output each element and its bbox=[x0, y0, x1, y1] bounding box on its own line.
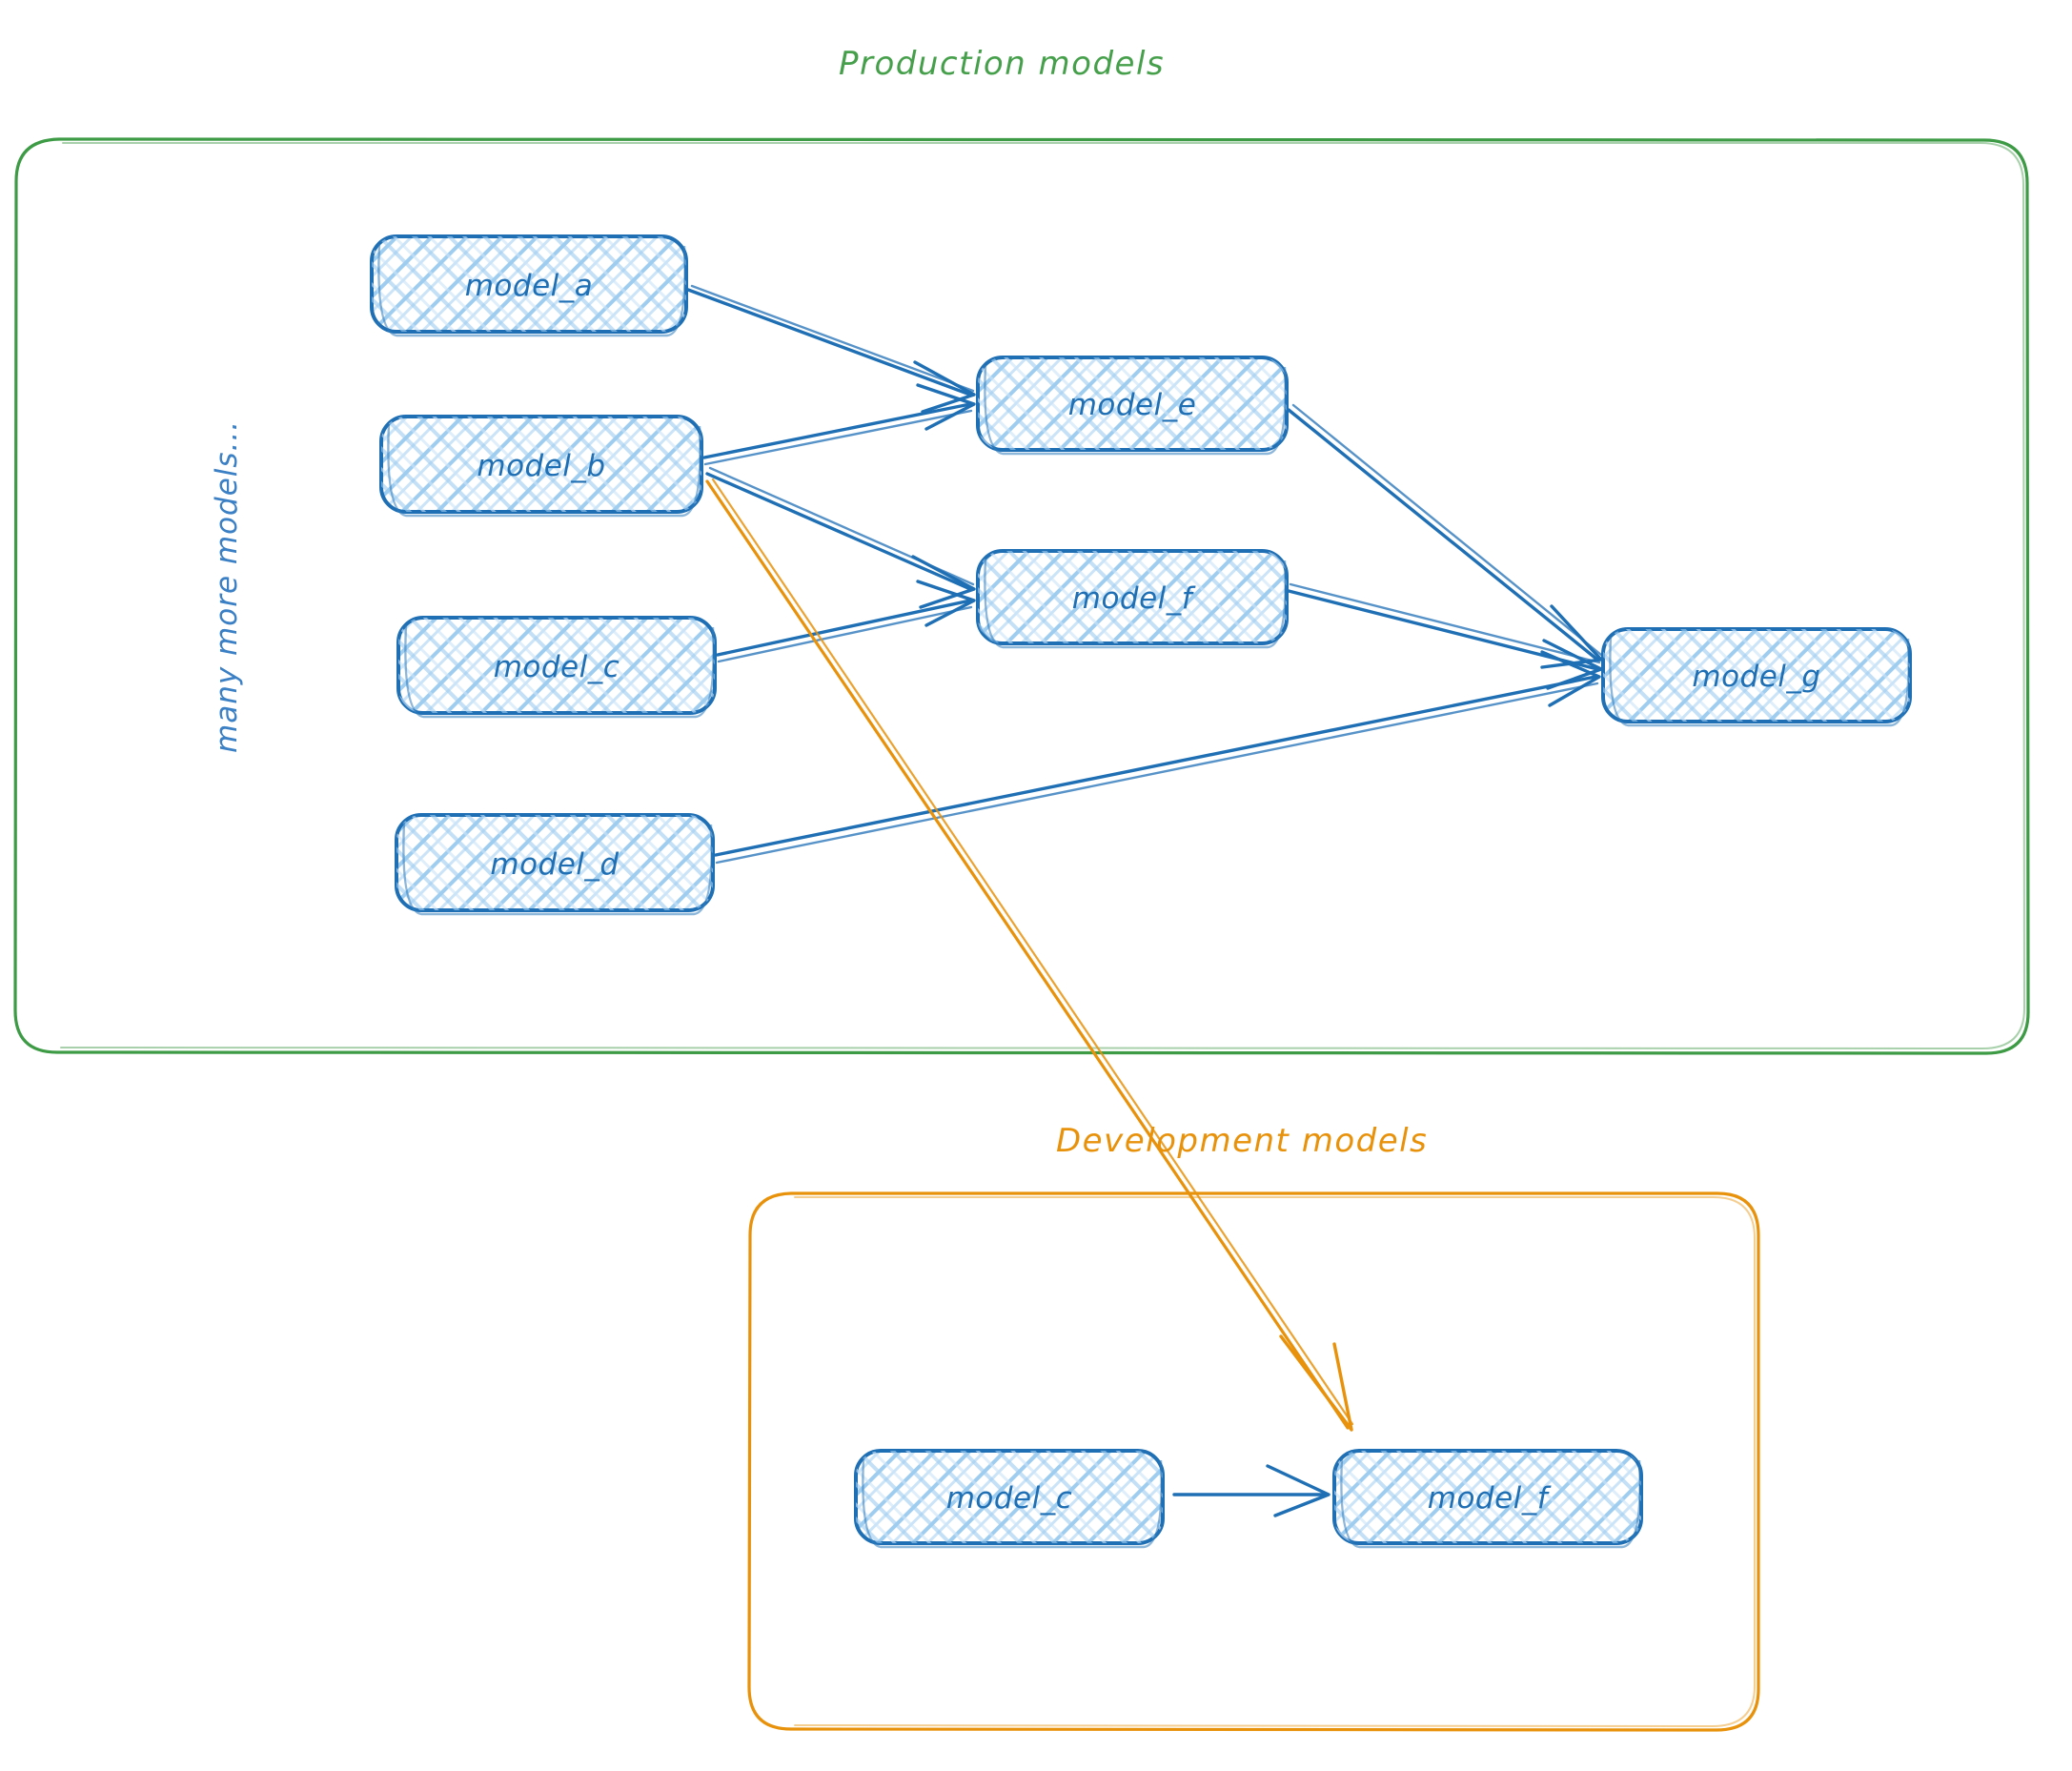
development-container-border-sketch bbox=[794, 1196, 1756, 1727]
edge-model_b-to-model_f bbox=[705, 466, 976, 609]
development-container-border bbox=[747, 1191, 1760, 1732]
production-container-border bbox=[13, 137, 2030, 1055]
edge-model_c-to-model_f bbox=[716, 580, 976, 663]
edges-layer bbox=[686, 284, 1603, 1517]
edge-model_a-to-model_e bbox=[686, 284, 976, 414]
node-prod-model_f[interactable]: model_f bbox=[976, 549, 1289, 649]
node-dev-model_c[interactable]: model_c bbox=[854, 1449, 1165, 1549]
many-more-models-note: many more models... bbox=[210, 420, 244, 753]
node-prod-model_d[interactable]: model_d bbox=[395, 813, 715, 916]
development-nodes-layer: model_c model_f bbox=[854, 1449, 1643, 1549]
production-nodes-layer: model_a model_b model_c model_d bbox=[370, 234, 1912, 916]
node-label: model_b bbox=[477, 449, 605, 483]
node-label: model_c bbox=[494, 650, 620, 684]
development-container-label: Development models bbox=[1056, 1122, 1428, 1160]
production-container-border-sketch bbox=[60, 142, 2025, 1049]
development-container-group: Development models bbox=[747, 1122, 1760, 1732]
edge-dev-model_c-to-dev-model_f bbox=[1172, 1464, 1331, 1517]
production-container-group: Production models bbox=[13, 45, 2030, 1055]
node-label: model_f bbox=[1072, 581, 1196, 616]
node-label: model_a bbox=[465, 269, 594, 303]
node-label: model_c bbox=[946, 1481, 1073, 1516]
node-prod-model_c[interactable]: model_c bbox=[396, 616, 717, 719]
edge-model_e-to-model_g bbox=[1287, 403, 1603, 669]
production-container-label: Production models bbox=[839, 45, 1165, 83]
edge-model_b-to-dev-model_f bbox=[705, 478, 1354, 1432]
node-label: model_e bbox=[1068, 388, 1197, 422]
edge-model_b-to-model_e bbox=[702, 383, 976, 466]
many-more-models-note-group: many more models... bbox=[210, 420, 244, 753]
node-prod-model_g[interactable]: model_g bbox=[1601, 627, 1912, 727]
edge-model_d-to-model_g bbox=[714, 650, 1601, 865]
edge-model_f-to-model_g bbox=[1287, 582, 1603, 690]
node-label: model_g bbox=[1692, 660, 1820, 694]
node-dev-model_f[interactable]: model_f bbox=[1332, 1449, 1643, 1549]
node-label: model_f bbox=[1428, 1481, 1552, 1516]
node-prod-model_a[interactable]: model_a bbox=[370, 234, 688, 337]
node-prod-model_e[interactable]: model_e bbox=[976, 356, 1289, 456]
node-prod-model_b[interactable]: model_b bbox=[379, 415, 703, 518]
node-label: model_d bbox=[490, 847, 619, 882]
